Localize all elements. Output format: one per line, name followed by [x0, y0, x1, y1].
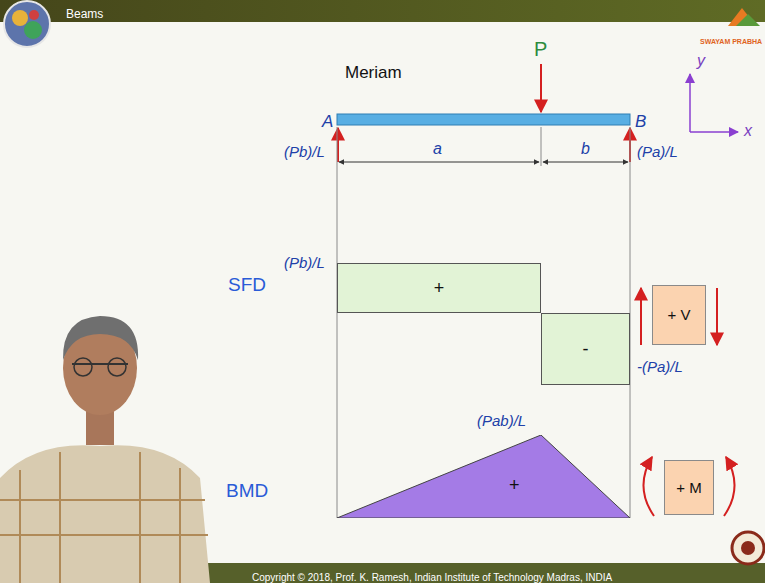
label-holder: B — [635, 112, 646, 132]
beam — [337, 114, 630, 125]
moment-value: (Pab)/L — [477, 412, 526, 429]
reaction-value: (Pa)/L — [637, 143, 678, 160]
axis-name: y — [697, 52, 705, 70]
diagram-name: BMD — [226, 480, 268, 502]
moment-sign-box: + M — [664, 460, 714, 515]
presenter-glasses — [108, 358, 126, 376]
shear-value: -(Pa)/L — [637, 358, 683, 375]
sign-text: + M — [676, 479, 701, 496]
axis-name: x — [744, 122, 752, 140]
label-holder: -(Pa)/L — [637, 358, 683, 376]
presenter-glasses — [72, 363, 128, 365]
header-band — [0, 0, 765, 22]
label-holder: (Pa)/L — [637, 143, 678, 161]
institute-seal — [732, 532, 764, 564]
sign-text: + — [434, 278, 445, 299]
moment-sign-arrow — [724, 457, 735, 516]
negative-shear-block: - — [541, 313, 630, 385]
institute-seal-core — [741, 541, 755, 555]
dimension-line — [339, 162, 539, 163]
label-holder: Meriam — [345, 63, 402, 83]
load-arrow — [540, 64, 542, 112]
label-holder: y — [697, 52, 705, 70]
dimension-line — [543, 162, 628, 163]
copyright-note: Copyright © 2018, Prof. K. Ramesh, India… — [252, 572, 612, 583]
logo-part — [29, 10, 39, 20]
label-holder: BMD — [226, 480, 268, 502]
dimension: a — [433, 140, 442, 158]
label-holder: A — [322, 112, 333, 132]
sign-text: + — [509, 475, 520, 496]
slide-title: Beams — [66, 8, 103, 22]
label-holder: b — [581, 140, 590, 158]
axis-arrow — [690, 131, 738, 133]
moment-sign-arrow — [643, 457, 654, 516]
channel-logo — [4, 1, 50, 47]
shirt-check-pattern — [0, 452, 208, 583]
reaction-value: (Pb)/L — [284, 143, 325, 160]
bending-moment-triangle: + — [337, 435, 630, 518]
presenter-hair — [63, 316, 138, 360]
shear-sign-box: + V — [652, 285, 706, 345]
support-name: A — [322, 112, 333, 132]
label-holder: (Pab)/L — [477, 412, 526, 430]
sign-text: - — [583, 339, 589, 360]
extension-line — [337, 127, 338, 518]
label-holder: SFD — [228, 274, 266, 296]
label-holder: Copyright © 2018, Prof. K. Ramesh, India… — [252, 567, 612, 583]
logo-part — [24, 21, 42, 39]
source-name: Meriam — [345, 63, 402, 83]
load-symbol: P — [534, 38, 547, 61]
shear-sign-arrow — [640, 288, 642, 345]
positive-shear-block: + — [337, 263, 541, 313]
logo-part — [12, 10, 28, 26]
support-name: B — [635, 112, 646, 132]
label-holder: x — [744, 122, 752, 140]
triangle-outline — [337, 435, 630, 518]
channel-name: SWAYAM PRABHA — [700, 38, 762, 46]
label-holder: SWAYAM PRABHA — [700, 30, 762, 48]
title-holder: Beams — [66, 4, 103, 22]
presenter-shirt — [0, 445, 210, 583]
shear-value: (Pb)/L — [284, 254, 325, 271]
dimension: b — [581, 140, 590, 158]
swayam-logo-icon — [736, 14, 760, 26]
extension-line — [541, 127, 542, 166]
diagram-name: SFD — [228, 274, 266, 296]
label-holder: (Pb)/L — [284, 143, 325, 161]
shear-sign-arrow — [716, 288, 718, 345]
presenter-glasses — [74, 358, 92, 376]
label-holder: a — [433, 140, 442, 158]
axis-arrow — [689, 74, 691, 132]
triangle-shape — [337, 435, 630, 518]
label-holder: (Pb)/L — [284, 254, 325, 272]
label-holder: P — [534, 38, 547, 61]
sign-text: + V — [668, 306, 691, 323]
